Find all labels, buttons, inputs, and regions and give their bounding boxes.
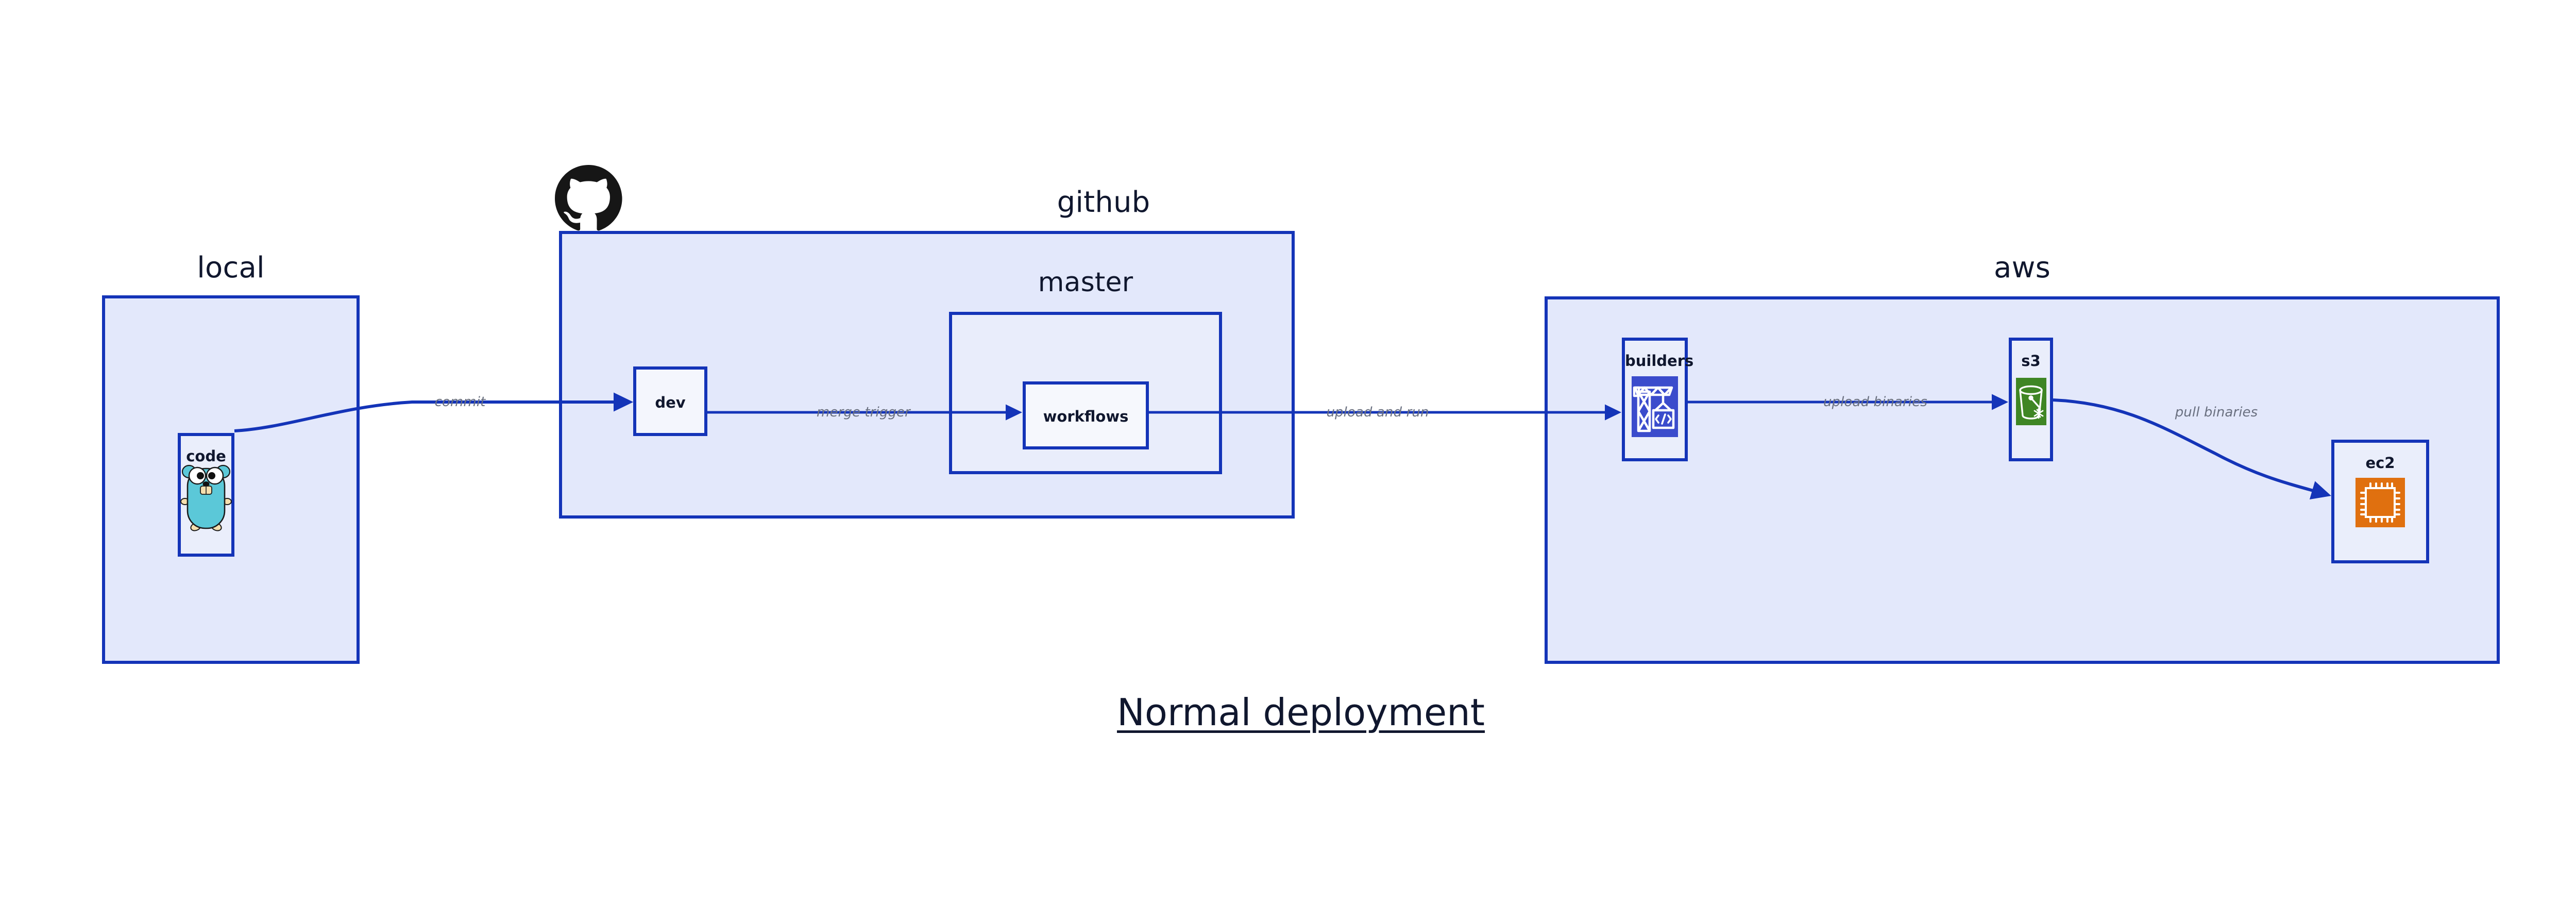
group-title-local: local <box>197 251 265 285</box>
node-label-dev: dev <box>655 394 686 411</box>
node-builders[interactable]: builders <box>1622 338 1694 461</box>
subgroup-title-master: master <box>1038 267 1133 298</box>
node-label-code: code <box>186 447 226 465</box>
github-octocat-icon <box>555 165 622 231</box>
node-label-workflows: workflows <box>1043 408 1129 425</box>
edge-label-merge-trigger: merge trigger <box>817 405 910 420</box>
node-label-builders: builders <box>1625 352 1694 370</box>
page-title: Normal deployment <box>1116 691 1485 734</box>
edge-label-upload-binaries: upload binaries <box>1823 394 1927 410</box>
node-s3[interactable]: s3 <box>2009 338 2053 461</box>
node-workflows[interactable]: workflows <box>1023 381 1149 449</box>
group-title-github: github <box>1057 186 1150 219</box>
node-label-ec2: ec2 <box>2365 454 2395 472</box>
edge-label-commit: commit <box>434 394 486 410</box>
node-code[interactable]: code <box>178 433 234 557</box>
group-title-aws: aws <box>1994 251 2050 285</box>
node-dev[interactable]: dev <box>633 366 707 436</box>
edge-label-upload-and-run: upload and run <box>1326 405 1429 420</box>
node-label-s3: s3 <box>2021 352 2041 370</box>
edge-label-pull-binaries: pull binaries <box>2175 405 2258 420</box>
node-ec2[interactable]: ec2 <box>2331 440 2429 563</box>
